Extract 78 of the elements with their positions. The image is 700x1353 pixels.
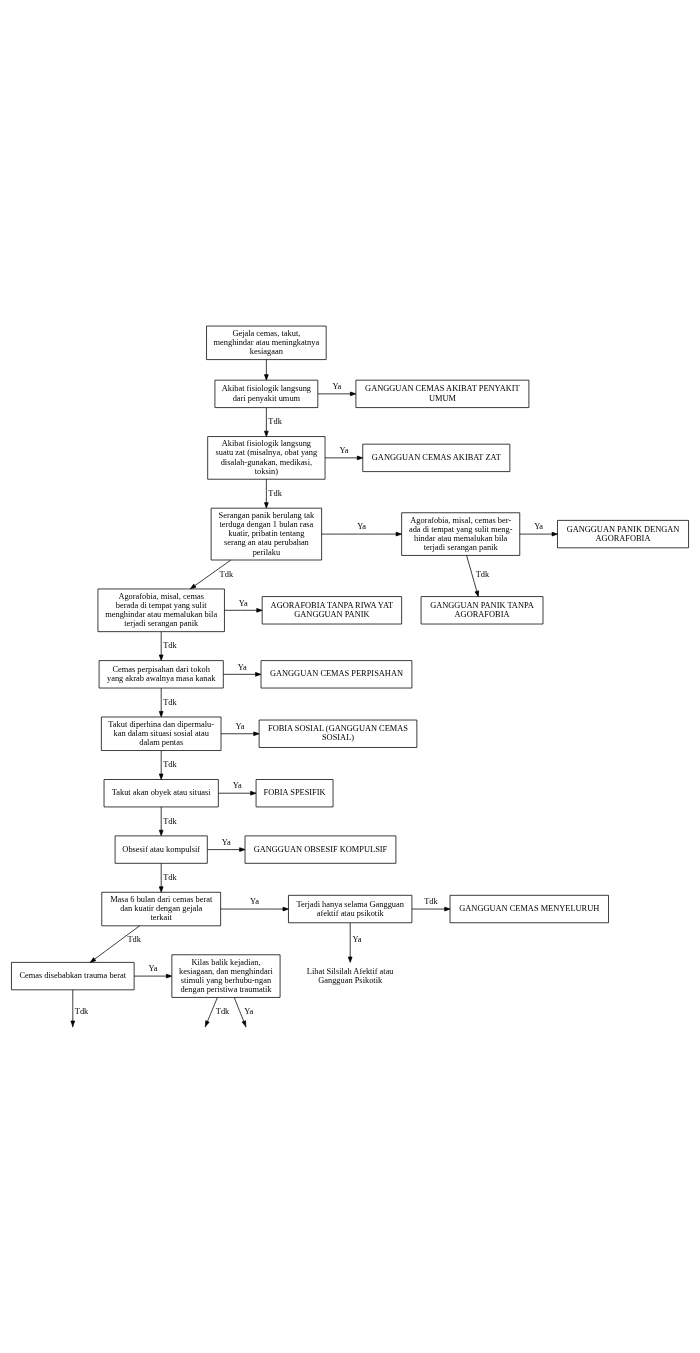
node-box: Takut akan obyek atau situasi <box>103 779 219 808</box>
node-box: AGORAFOBIA TANPA RIWA YAT GANGGUAN PANIK <box>261 596 402 625</box>
edge-label: Tdk <box>127 935 141 945</box>
arrow <box>264 478 269 509</box>
arrow <box>264 359 269 381</box>
node-box: Serangan panik berulang tak terduga dengan 1 bulan rasa kuatir, pribatin tentang serang an atau perubahan perilaku <box>210 507 322 561</box>
edge-label: Ya <box>339 446 349 456</box>
arrow <box>133 973 173 979</box>
edge-label: Tdk <box>215 1007 230 1017</box>
arrow <box>158 750 164 780</box>
arrow <box>223 672 262 677</box>
node-box: Akibat fisiologik langsung suatu zat (misalnya, obat yang disalah-gunakan, medikasi, toksin) <box>207 436 326 480</box>
edge-label: Tdk <box>163 872 177 882</box>
node-box: GANGGUAN CEMAS AKIBAT PENYAKIT UMUM <box>355 379 530 408</box>
edge-label: Tdk <box>163 816 177 826</box>
arrow <box>89 925 140 963</box>
edge-label: Tdk <box>424 897 438 907</box>
node-box: Cemas perpisahan dari tokoh yang akrab awalnya masa kanak <box>98 660 224 689</box>
arrow <box>205 997 218 1027</box>
edge-label: Tdk <box>219 569 234 579</box>
edge-label: Tdk <box>268 417 282 427</box>
edge-label: Ya <box>250 897 260 907</box>
node-box: GANGGUAN OBSESIF KOMPULSIF <box>244 835 397 864</box>
node-box: Obsesif atau kompulsif <box>114 835 208 864</box>
arrow <box>466 555 479 597</box>
node-box: Akibat fisiologik langsung dari penyakit umum <box>214 379 319 408</box>
arrow <box>207 847 246 852</box>
arrow <box>158 631 164 661</box>
edge-label: Tdk <box>268 488 282 498</box>
edge-label: Tdk <box>475 569 490 579</box>
arrow <box>233 997 247 1027</box>
edge-label: Tdk <box>163 641 177 651</box>
node-text: Lihat Silsilah Afektif atau Gangguan Psikotik <box>306 966 394 985</box>
edge-label: Ya <box>148 964 158 974</box>
edge-label: Ya <box>232 781 242 791</box>
node-box: Agorafobia, misal, cemas ber-ada di tempat yang sulit meng-hindar atau memalukan bila terjadi serangan panik <box>401 512 521 556</box>
arrow <box>317 391 357 397</box>
arrow <box>224 608 263 613</box>
node-box: Gejala cemas, takut, menghindar atau meningkatnya kesiagaan <box>206 325 327 360</box>
node-box: GANGGUAN PANIK TANPA AGORAFOBIA <box>420 596 544 625</box>
arrow <box>264 407 269 437</box>
edge-label: Ya <box>237 662 247 672</box>
node-box: Agorafobia, misal, cemas berada di tempat yang sulit menghindar atau memalukan bila terjadi serangan panik <box>97 588 225 632</box>
arrow <box>347 922 353 963</box>
arrow <box>519 531 558 537</box>
node-box: GANGGUAN CEMAS PERPISAHAN <box>260 660 413 689</box>
edge-label: Ya <box>221 837 231 847</box>
arrow <box>324 455 363 461</box>
node-box: FOBIA SOSIAL (GANGGUAN CEMAS SOSIAL) <box>258 719 418 748</box>
arrow <box>218 790 257 796</box>
arrow <box>190 559 232 590</box>
edge-label: Ya <box>352 935 362 945</box>
node-box: GANGGUAN CEMAS MENYELURUH <box>449 894 609 924</box>
node-box: Cemas disebabkan trauma berat <box>11 962 135 991</box>
edge-label: Tdk <box>74 1007 89 1017</box>
edge-label: Tdk <box>163 760 177 770</box>
edge-label: Ya <box>235 722 245 732</box>
edge-label: Ya <box>332 382 342 392</box>
arrow <box>158 687 164 718</box>
arrow <box>220 906 289 912</box>
arrow <box>411 906 451 912</box>
arrow <box>321 531 402 537</box>
node-box: GANGGUAN PANIK DENGAN AGORAFOBIA <box>557 520 689 549</box>
node-box: FOBIA SPESIFIK <box>255 779 334 808</box>
node-box: Kilas balik kejadian, kesiagaan, dan menghindari stimuli yang berhubu-ngan dengan peristiwa traumatik <box>171 954 281 998</box>
arrow <box>158 806 164 836</box>
arrow <box>70 989 76 1027</box>
edge-label: Ya <box>238 598 248 608</box>
edge-label: Ya <box>534 522 544 532</box>
arrow <box>220 731 260 736</box>
arrow <box>158 863 164 893</box>
node-box: Terjadi hanya selama Gangguan afektif atau psikotik <box>288 894 413 924</box>
edge-label: Ya <box>357 522 367 532</box>
edge-label: Tdk <box>163 697 177 707</box>
node-box: GANGGUAN CEMAS AKIBAT ZAT <box>362 443 511 472</box>
edge-label: Ya <box>244 1007 254 1017</box>
node-box: Takut diperhina dan dipermalu-kan dalam situasi sosial atau dalam pentas <box>101 716 222 751</box>
node-box: Masa 6 bulan dari cemas berat dan kuatir dengan gejala terkait <box>101 891 221 927</box>
